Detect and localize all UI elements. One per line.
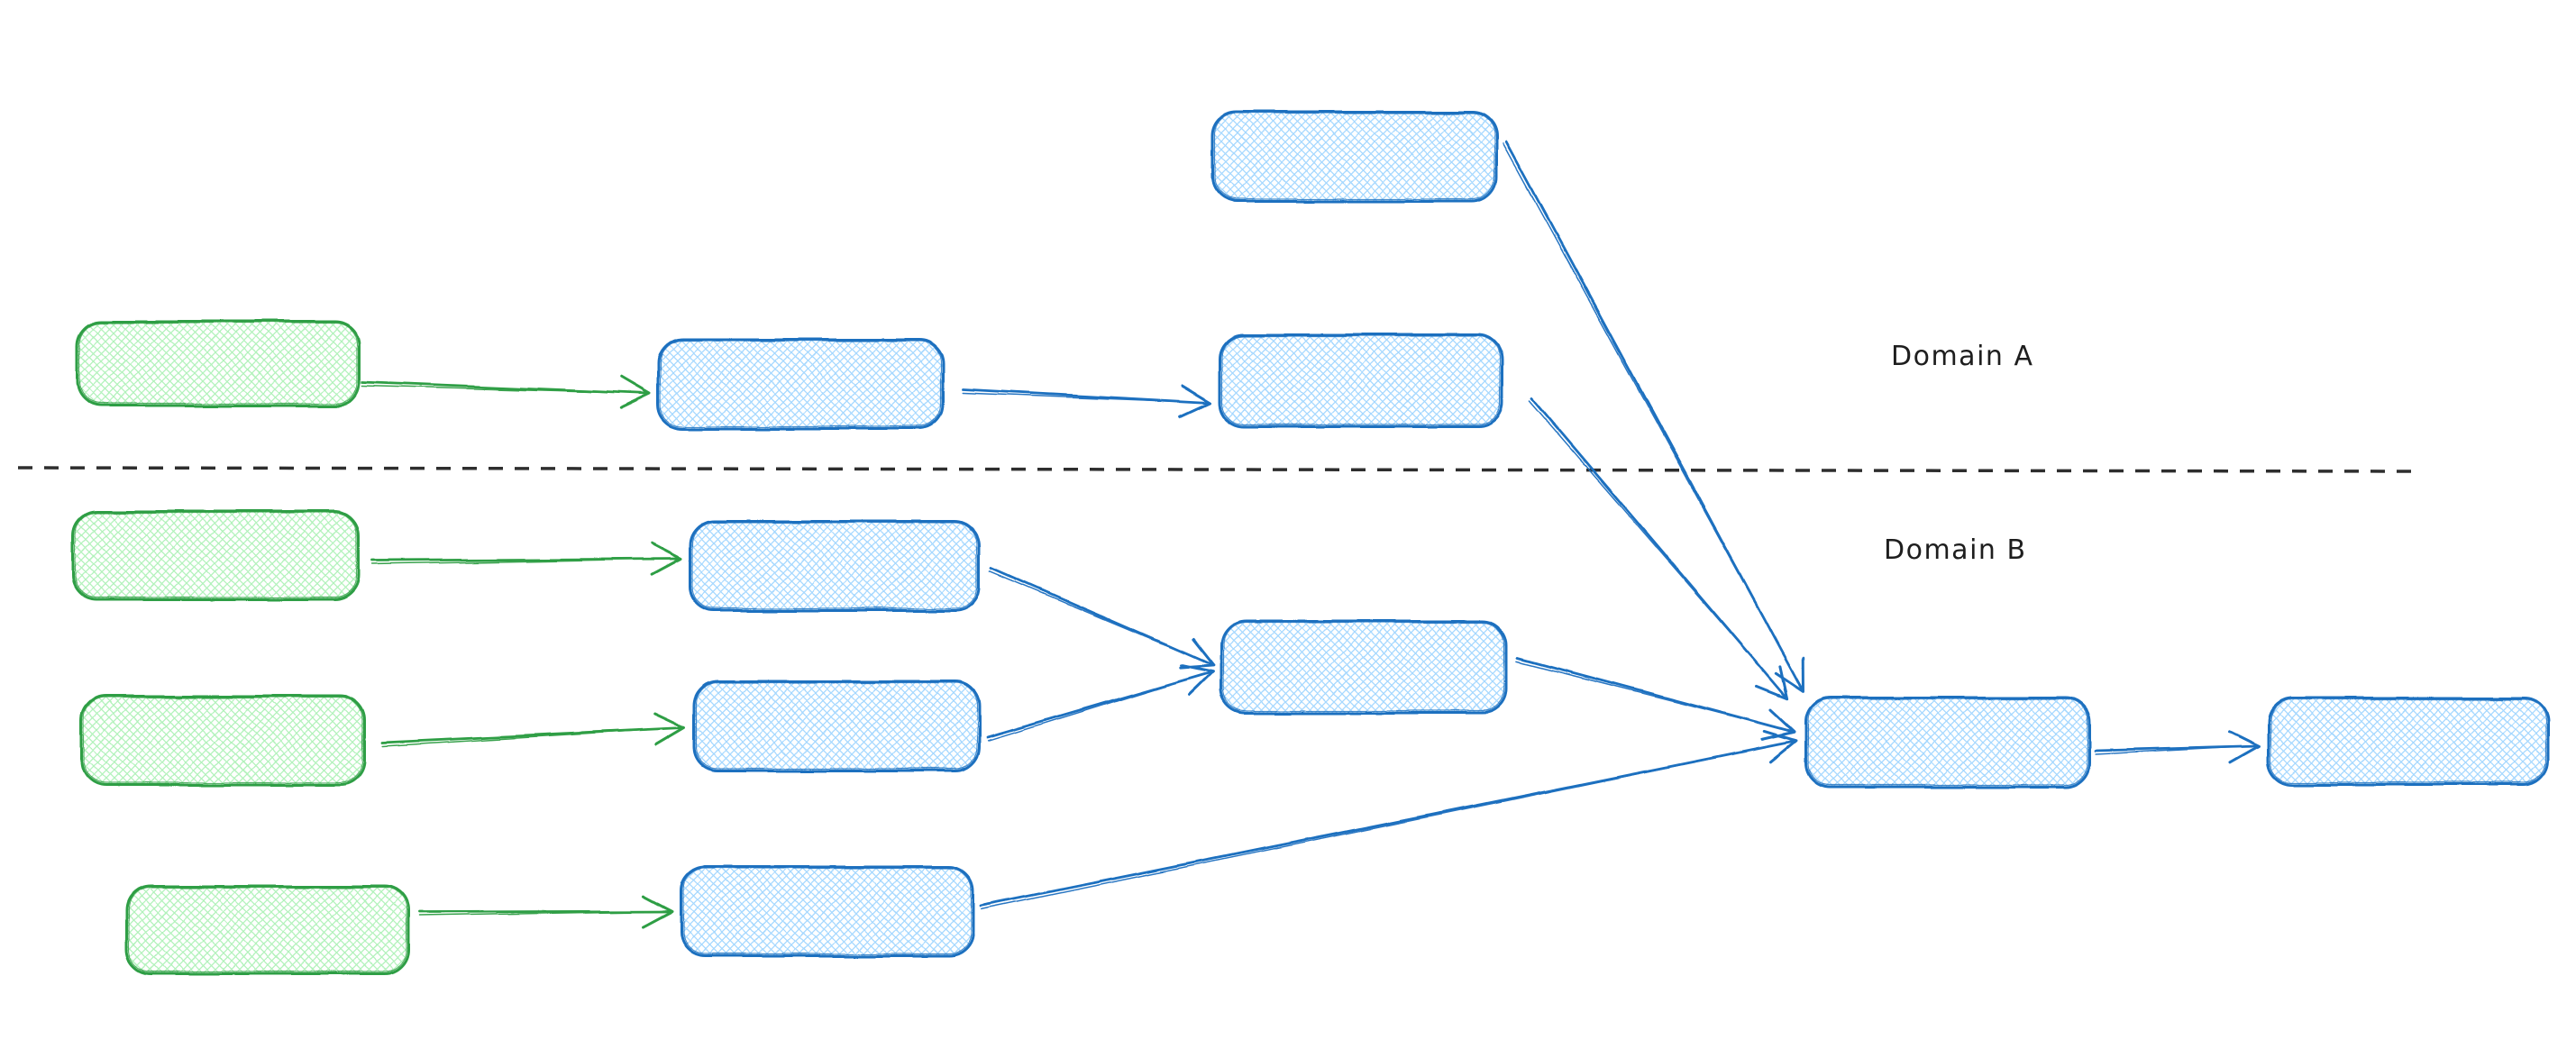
node-blue-stage1-b2[interactable] bbox=[692, 680, 981, 772]
domain-a-label[interactable]: Domain A bbox=[1891, 341, 2033, 372]
node-green-source-b3[interactable] bbox=[125, 885, 410, 975]
edge-b3-to-merge-all[interactable] bbox=[979, 729, 1798, 910]
domain-b-label[interactable]: Domain B bbox=[1884, 534, 2027, 566]
node-green-source-a[interactable] bbox=[76, 320, 361, 407]
edge-b3-source-to-stage1[interactable] bbox=[418, 894, 674, 928]
node-blue-merge-b[interactable] bbox=[1219, 620, 1508, 715]
edge-merge-all-to-final[interactable] bbox=[2094, 730, 2261, 764]
edge-merge-b-to-merge-all[interactable] bbox=[1516, 656, 1796, 741]
edge-b2-to-merge-b[interactable] bbox=[985, 662, 1215, 742]
node-blue-top[interactable] bbox=[1210, 111, 1498, 203]
edge-a-source-to-stage1[interactable] bbox=[361, 376, 652, 410]
node-blue-stage1-b3[interactable] bbox=[680, 865, 974, 957]
edge-top-to-merge-all[interactable] bbox=[1502, 140, 1804, 693]
node-blue-stage1-b1[interactable] bbox=[689, 520, 981, 612]
edge-a-stage1-to-stage2[interactable] bbox=[961, 384, 1212, 418]
edge-b1-to-merge-b[interactable] bbox=[989, 566, 1215, 669]
node-blue-stage2-a[interactable] bbox=[1219, 333, 1503, 428]
node-green-source-b1[interactable] bbox=[71, 510, 360, 601]
edge-b1-source-to-stage1[interactable] bbox=[370, 542, 682, 576]
node-green-source-b2[interactable] bbox=[80, 695, 366, 787]
node-blue-final[interactable] bbox=[2267, 697, 2549, 786]
edge-b2-source-to-stage1[interactable] bbox=[380, 713, 686, 747]
node-blue-stage1-a[interactable] bbox=[657, 338, 945, 430]
edge-a-stage2-to-merge-all[interactable] bbox=[1529, 397, 1789, 700]
domain-divider-dashed-line[interactable] bbox=[17, 466, 2415, 473]
node-blue-merge-all[interactable] bbox=[1804, 697, 2091, 789]
